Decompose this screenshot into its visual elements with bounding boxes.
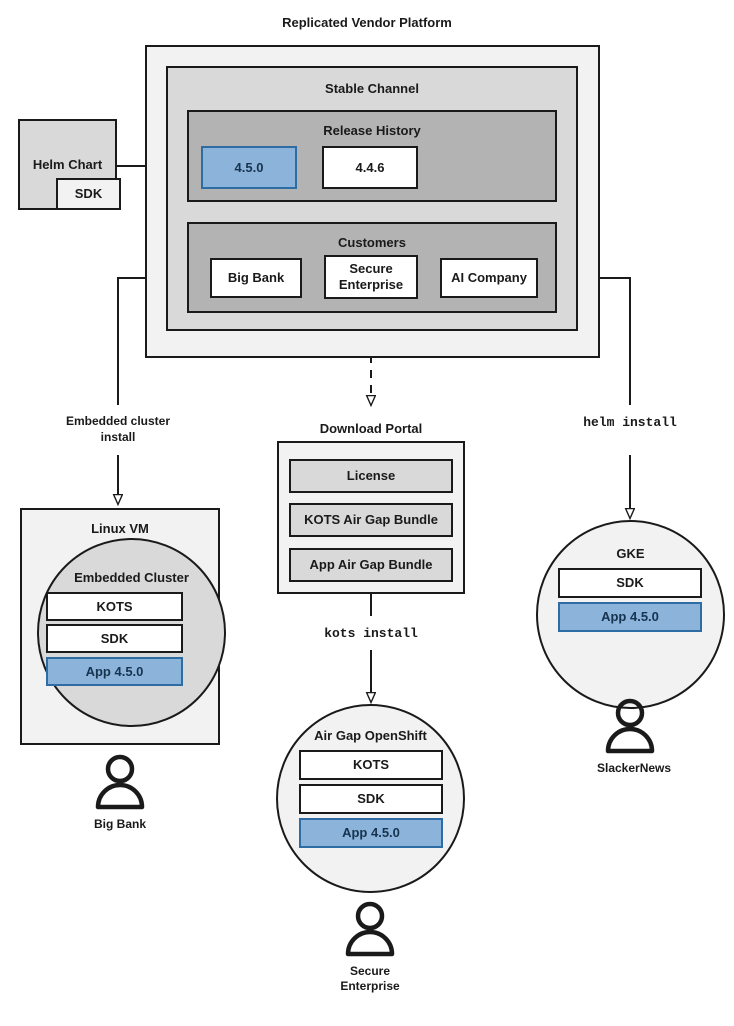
portal-artifact-app-air-gap-bundle[interactable]: App Air Gap Bundle (289, 548, 453, 582)
openshift-component-app[interactable]: App 4.5.0 (299, 818, 443, 848)
customer-secure-enterprise[interactable]: Secure Enterprise (324, 255, 418, 299)
customers-title: Customers (338, 235, 406, 250)
openshift-component-sdk[interactable]: SDK (299, 784, 443, 814)
gke-component-app[interactable]: App 4.5.0 (558, 602, 702, 632)
customer-big-bank[interactable]: Big Bank (210, 258, 302, 298)
edge-label-kots-install: kots install (324, 626, 418, 641)
linuxvm-component-sdk[interactable]: SDK (46, 624, 183, 653)
edge-label-helm-install: helm install (583, 415, 677, 430)
actor-slackernews-label: SlackerNews (597, 761, 672, 775)
openshift-component-kots[interactable]: KOTS (299, 750, 443, 780)
release-4-5-0[interactable]: 4.5.0 (201, 146, 297, 189)
actor-secure-enterprise: Secure Enterprise (337, 900, 403, 994)
release-4-4-6[interactable]: 4.4.6 (322, 146, 418, 189)
customer-ai-company[interactable]: AI Company (440, 258, 538, 298)
actor-big-bank-label: Big Bank (93, 817, 146, 831)
linux-vm-title: Linux VM (91, 521, 149, 536)
gke-title: GKE (616, 546, 645, 561)
actor-slackernews: SlackerNews (597, 697, 672, 776)
portal-artifact-kots-air-gap-bundle[interactable]: KOTS Air Gap Bundle (289, 503, 453, 537)
edge-label-embedded-cluster-install: Embedded cluster install (65, 414, 171, 444)
actor-secure-enterprise-label: Secure Enterprise (340, 964, 400, 993)
gke-component-sdk[interactable]: SDK (558, 568, 702, 598)
release-history-title: Release History (323, 123, 421, 138)
person-icon (95, 754, 145, 810)
airgap-openshift-title: Air Gap OpenShift (314, 728, 427, 743)
stable-channel-title: Stable Channel (325, 81, 419, 96)
person-icon (345, 901, 395, 957)
download-portal-title: Download Portal (319, 421, 423, 436)
actor-big-bank: Big Bank (87, 753, 153, 832)
embedded-cluster-title: Embedded Cluster (74, 570, 189, 585)
linuxvm-component-kots[interactable]: KOTS (46, 592, 183, 621)
person-icon (605, 698, 655, 754)
linuxvm-component-app[interactable]: App 4.5.0 (46, 657, 183, 686)
diagram-title: Replicated Vendor Platform (282, 15, 452, 30)
portal-artifact-license[interactable]: License (289, 459, 453, 493)
helm-chart-sdk-box[interactable]: SDK (56, 178, 121, 210)
